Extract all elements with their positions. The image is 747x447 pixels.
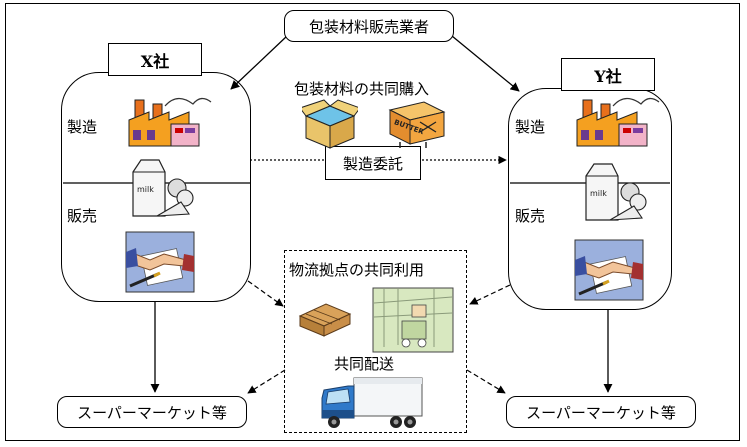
supermarket-left-box: スーパーマーケット等 — [57, 396, 247, 428]
arrow-x-to-logistics — [247, 280, 284, 307]
supermarket-right-box: スーパーマーケット等 — [506, 396, 696, 428]
consignment-box: 製造委託 — [325, 146, 421, 180]
logistics-box — [284, 250, 467, 433]
arrow-logistics-to-left-supermarket — [247, 369, 286, 394]
handshake-contract-icon — [125, 231, 195, 293]
arrow-y-to-logistics — [469, 284, 511, 305]
supplier-box: 包装材料販売業者 — [284, 10, 454, 42]
company-x-sales-label: 販売 — [67, 207, 98, 225]
milk-carton-text: milk — [590, 189, 607, 198]
open-box-icon — [302, 99, 358, 149]
company-y-sales-label: 販売 — [515, 207, 546, 225]
joint-purchase-label: 包装材料の共同購入 — [294, 80, 430, 98]
pallet-icon — [298, 303, 352, 337]
company-x-manufacturing-label: 製造 — [67, 118, 98, 136]
diagram-frame — [5, 3, 740, 441]
company-y-title: Y社 — [561, 58, 655, 91]
delivery-truck-icon — [321, 377, 423, 428]
milk-carton-icon: milk — [585, 163, 647, 221]
warehouse-forklift-icon — [372, 287, 454, 353]
arrow-logistics-to-right-supermarket — [466, 369, 506, 394]
company-x-title: X社 — [108, 43, 202, 76]
handshake-contract-icon — [574, 239, 644, 301]
supplier-label: 包装材料販売業者 — [308, 17, 429, 36]
joint-delivery-label: 共同配送 — [334, 355, 395, 373]
milk-carton-text: milk — [137, 185, 154, 194]
arrow-supplier-to-x — [230, 35, 288, 90]
milk-carton-icon: milk — [132, 159, 194, 217]
arrow-supplier-to-y — [451, 35, 520, 92]
factory-icon — [576, 97, 660, 147]
logistics-joint-use-label: 物流拠点の共同利用 — [289, 261, 425, 279]
company-y-manufacturing-label: 製造 — [515, 118, 546, 136]
factory-icon — [128, 97, 212, 147]
butter-box-icon: BUTTER — [388, 101, 446, 148]
